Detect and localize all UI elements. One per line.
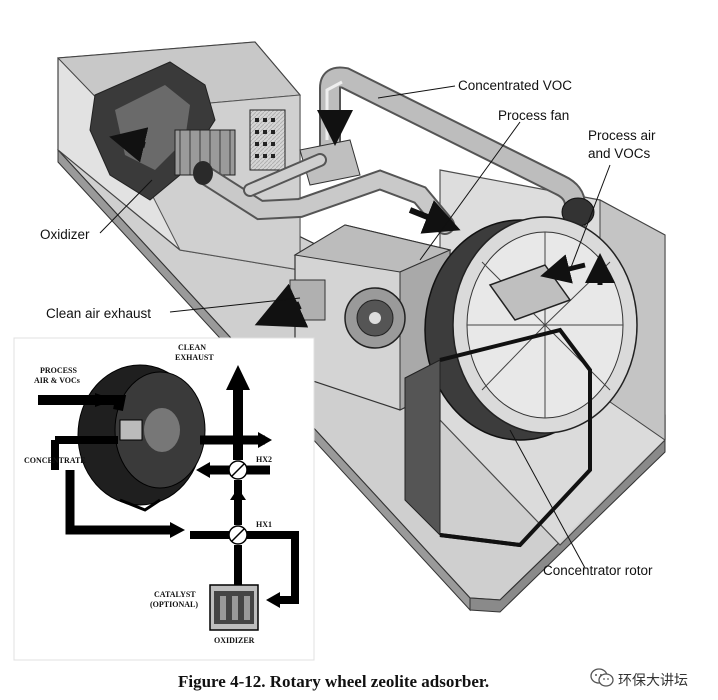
label-clean-air-exhaust: Clean air exhaust	[46, 306, 152, 321]
concentrator-rotor	[404, 216, 638, 548]
schematic-label-process-air-line2: AIR & VOCs	[34, 376, 80, 385]
label-process-fan: Process fan	[498, 108, 570, 123]
schematic-label-process-air-line1: PROCESS	[40, 366, 77, 375]
schematic-label-catalyst-line1: CATALYST	[154, 590, 196, 599]
flow-schematic	[13, 337, 315, 661]
schematic-label-clean-exhaust-line2: EXHAUST	[175, 353, 214, 362]
schematic-label-oxidizer: OXIDIZER	[214, 636, 255, 645]
watermark: 环保大讲坛	[590, 664, 714, 694]
schematic-label-clean-exhaust-line1: CLEAN	[178, 343, 207, 352]
wechat-icon	[590, 668, 614, 687]
watermark-text: 环保大讲坛	[618, 673, 688, 689]
duct-network	[109, 66, 595, 236]
label-process-air-line1: Process air	[588, 128, 656, 143]
schematic-label-hx1: HX1	[256, 520, 272, 529]
schematic-label-catalyst-line2: (OPTIONAL)	[150, 600, 198, 609]
schematic-label-concentrate: CONCENTRATE	[24, 456, 86, 465]
oxidizer-enclosure	[56, 41, 302, 271]
leader-lines	[99, 85, 611, 569]
schematic-label-hx2: HX2	[256, 455, 272, 464]
label-concentrated-voc: Concentrated VOC	[458, 78, 573, 93]
label-concentrator-rotor: Concentrator rotor	[543, 563, 653, 578]
label-process-air-line2: and VOCs	[588, 146, 651, 161]
label-oxidizer: Oxidizer	[40, 227, 90, 242]
figure-caption: Figure 4-12. Rotary wheel zeolite adsorb…	[178, 672, 490, 691]
